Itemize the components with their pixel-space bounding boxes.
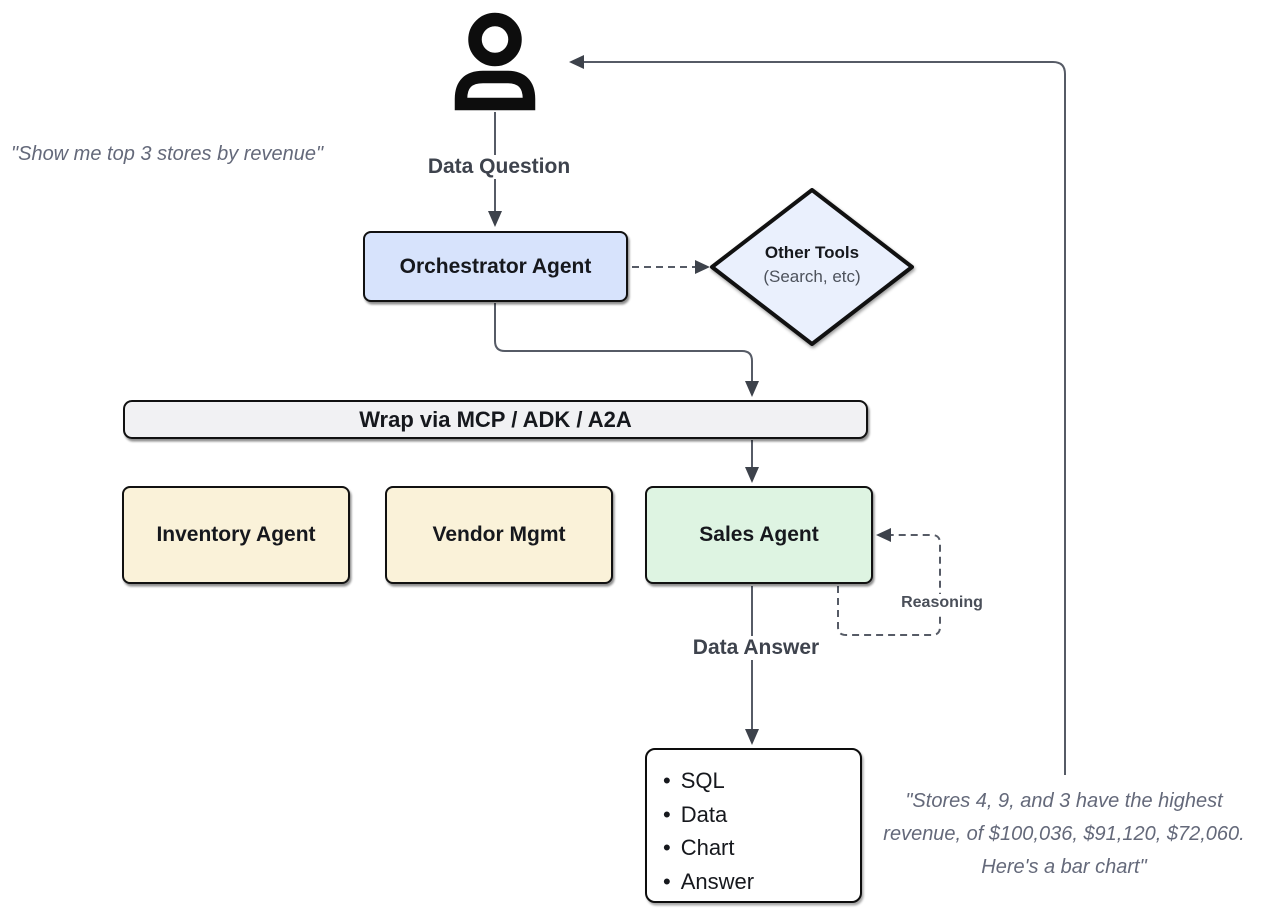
- arrow-wrap-layer-to-sales: [745, 440, 759, 483]
- agent-answer-line: "Stores 4, 9, and 3 have the highest: [905, 790, 1223, 812]
- other-tools-label: Other Tools (Search, etc): [732, 241, 892, 289]
- arrow-orchestrator-to-other-tools: [632, 260, 710, 274]
- other-tools-diamond: [710, 188, 914, 346]
- output-item-label: Chart: [680, 835, 735, 860]
- output-item-sql: • SQL: [663, 764, 860, 798]
- bullet-icon: •: [663, 835, 671, 860]
- arrow-orchestrator-to-wrap-layer: [494, 303, 759, 397]
- output-item-label: Data: [680, 801, 728, 827]
- inventory-agent-node: Inventory Agent: [122, 486, 350, 584]
- other-tools-subtitle: (Search, etc): [763, 267, 861, 286]
- arrow-reasoning-loop: [837, 528, 941, 636]
- reasoning-label: Reasoning: [894, 594, 990, 612]
- agent-answer-quote: "Stores 4, 9, and 3 have the highest rev…: [866, 785, 1262, 884]
- orchestrator-agent-node: Orchestrator Agent: [363, 231, 628, 302]
- output-item-chart: • Chart: [663, 831, 860, 865]
- bullet-icon: •: [663, 768, 671, 793]
- user-icon: [454, 12, 536, 111]
- data-question-label: Data Question: [402, 155, 596, 179]
- output-item-answer: • Answer: [663, 865, 860, 899]
- output-item-label: SQL: [680, 768, 725, 793]
- output-item-label: Answer: [680, 868, 755, 894]
- bullet-icon: •: [663, 868, 671, 894]
- agent-answer-line: Here's a bar chart": [981, 856, 1147, 878]
- vendor-mgmt-node: Vendor Mgmt: [385, 486, 613, 584]
- bullet-icon: •: [663, 801, 671, 827]
- user-question-quote: "Show me top 3 stores by revenue": [11, 143, 324, 165]
- wrap-layer-node: Wrap via MCP / ADK / A2A: [123, 400, 868, 439]
- arrow-sales-to-output: [745, 586, 759, 745]
- data-answer-label: Data Answer: [659, 636, 853, 660]
- output-box: • SQL • Data • Chart • Answer: [645, 748, 862, 903]
- output-item-data: • Data: [663, 798, 860, 832]
- agent-answer-line: revenue, of $100,036, $91,120, $72,060.: [883, 823, 1245, 845]
- other-tools-title: Other Tools: [764, 243, 860, 262]
- sales-agent-node: Sales Agent: [645, 486, 873, 584]
- arrow-answer-to-user: [569, 55, 1066, 775]
